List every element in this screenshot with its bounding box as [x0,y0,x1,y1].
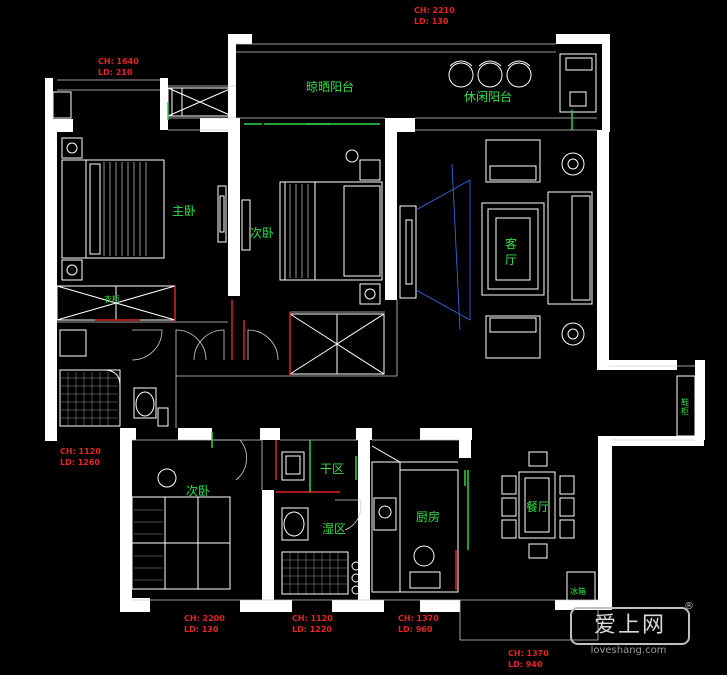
opening-marks [167,102,573,486]
second-bed-top [241,149,385,375]
label-balcony-leisure: 休闲阳台 [464,90,513,104]
second-bed-bottom [131,468,231,590]
label-shoe-cabinet: 鞋柜 [681,398,689,416]
living-furniture [399,139,593,359]
label-dry-area: 干区 [320,462,345,476]
bath-bottom-fixtures [281,451,361,595]
watermark: 爱上网 ® loveshang.com [566,601,694,661]
dining-set [501,451,596,603]
label-living-room: 客厅 [505,237,518,267]
label-balcony-drying: 晾晒阳台 [306,80,355,94]
rug-lines [415,163,471,331]
walls [45,34,705,612]
doors [131,329,362,531]
label-second-bedroom-top: 次卧 [250,226,275,240]
watermark-logo: 爱上网 [570,607,690,645]
wall-outlines [57,43,695,641]
label-kitchen: 厨房 [416,510,441,524]
master-bed [61,137,227,281]
label-wet-area: 湿区 [322,522,347,536]
watermark-url: loveshang.com [590,645,667,656]
kitchen-fixtures [371,445,459,593]
watermark-registered: ® [684,601,694,612]
label-master-bedroom: 主卧 [172,204,197,218]
label-fridge: 冰箱 [570,587,586,596]
label-second-bedroom-bottom: 次卧 [186,484,211,498]
label-wardrobe: 衣柜 [104,295,120,304]
label-dining-room: 餐厅 [526,500,551,514]
leisure-chairs [448,60,532,88]
bed-bottom-hatch [134,509,163,581]
shower-grid [282,552,348,594]
bath-tiles [60,372,118,426]
bathroom-fixtures [59,329,169,427]
